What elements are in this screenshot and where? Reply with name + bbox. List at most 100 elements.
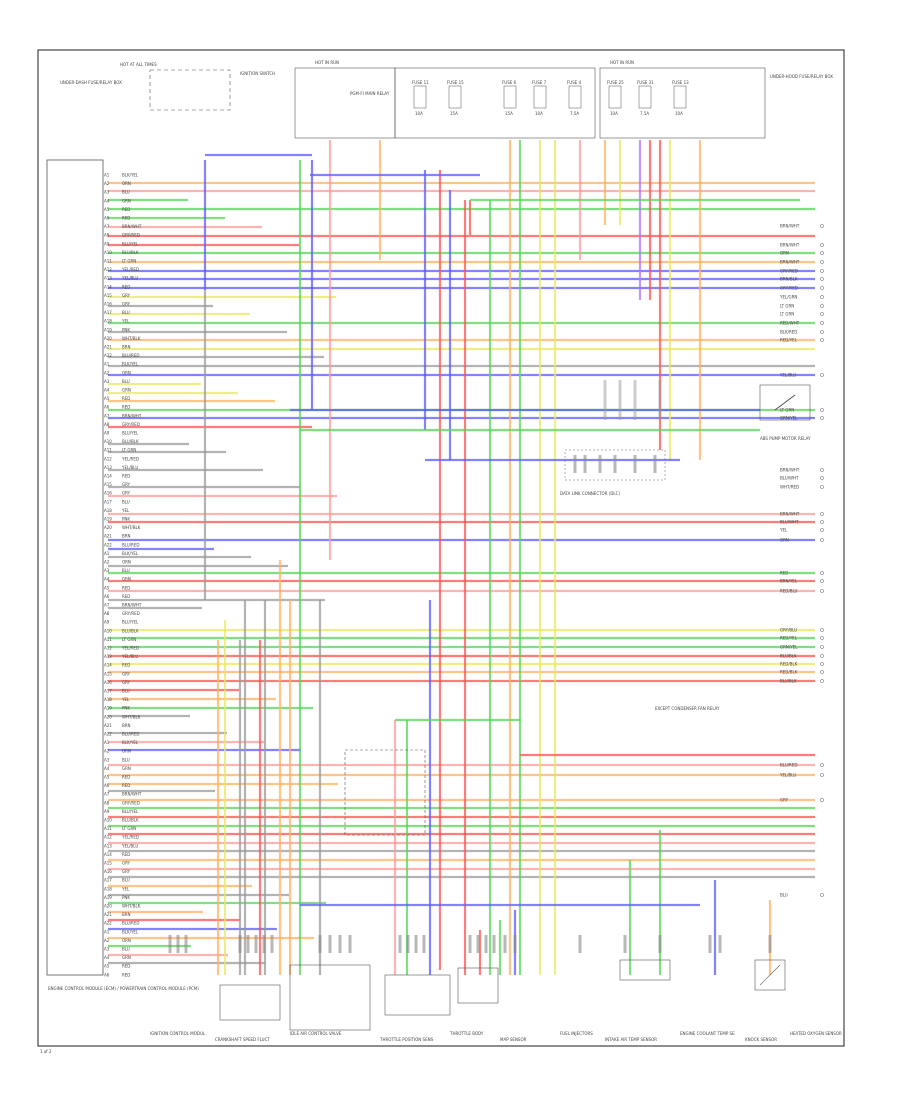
connector-terminal — [820, 338, 824, 342]
ecm-pin-wire: GRN — [122, 198, 131, 203]
main-relay-box — [294, 67, 396, 139]
connector-terminal — [820, 304, 824, 308]
right-wire-label: LT GRN — [780, 408, 794, 413]
connector-pin — [603, 380, 607, 420]
ecm-pin-wire: BLK/YEL — [122, 740, 139, 745]
right-wire-label: BLU/BLK — [780, 679, 797, 684]
connector-terminal — [820, 645, 824, 649]
ecm-pin-number: A7 — [104, 224, 110, 229]
ecm-pin-number: A5 — [104, 585, 110, 590]
fuse-amp: 15A — [505, 111, 513, 116]
ecm-pin-number: A7 — [104, 603, 110, 608]
ecm-pin-number: A3 — [104, 379, 110, 384]
label-main-relay: PGM-FI MAIN RELAY — [350, 91, 390, 96]
ecm-pin-number: A21 — [104, 345, 112, 350]
ecm-pin-number: A22 — [104, 921, 112, 926]
ecm-pin-wire: ORN — [122, 938, 131, 943]
ecm-pin-wire: RED — [122, 284, 130, 289]
ecm-pin-wire: BLU/BLK — [122, 439, 139, 444]
central-component-block — [344, 749, 426, 836]
ecm-pin-number: A17 — [104, 878, 112, 883]
ecm-pin-wire: ORN — [122, 749, 131, 754]
ecm-pin-number: A22 — [104, 732, 112, 737]
ecm-pin-number: A3 — [104, 568, 110, 573]
ecm-pin-wire: BLU — [122, 947, 130, 952]
ecm-pin-wire: PNK — [122, 706, 130, 711]
connector-terminal — [820, 251, 824, 255]
right-wire-label: GRY — [780, 798, 789, 803]
connector-terminal — [820, 538, 824, 542]
connector-terminal — [820, 269, 824, 273]
ecm-pin-wire: BRN — [122, 534, 131, 539]
ecm-pin-wire: BLU/YEL — [122, 241, 139, 246]
ecm-pin-number: A5 — [104, 396, 110, 401]
ecm-pin-number: A9 — [104, 620, 110, 625]
ecm-pin-number: A3 — [104, 947, 110, 952]
connector-terminal — [820, 286, 824, 290]
ecm-pin-number: A2 — [104, 938, 110, 943]
ecm-pin-wire: YEL/RED — [121, 456, 139, 461]
fuse-symbol — [413, 85, 427, 109]
right-wire-label: BLU/BLK — [780, 654, 797, 659]
ecm-pin-wire: YEL — [121, 508, 130, 513]
ecm-pin-wire: YEL/BLU — [121, 276, 138, 281]
ecm-pin-wire: ORN — [122, 560, 131, 565]
ecm-pin-wire: GRY — [122, 680, 131, 685]
ecm-pin-wire: LT GRN — [122, 259, 136, 264]
ecm-pin-wire: GRN — [122, 766, 131, 771]
ecm-pin-wire: ORN — [122, 370, 131, 375]
ecm-pin-wire: RED — [122, 663, 130, 668]
connector-pin — [768, 935, 772, 953]
connector-pin — [168, 935, 172, 953]
right-wire-label: BRN/YEL — [780, 579, 798, 584]
ecm-pin-number: A8 — [104, 422, 110, 427]
ecm-pin-wire: LT GRN — [122, 826, 136, 831]
connector-pin — [513, 935, 517, 953]
ecm-pin-number: A7 — [104, 413, 110, 418]
connector-pin — [262, 935, 266, 953]
diagram-frame — [37, 49, 845, 1047]
bottom-component-label: CRANKSHAFT SPEED FLUCT — [215, 1037, 270, 1042]
connector-terminal — [820, 571, 824, 575]
connector-pin — [633, 380, 637, 420]
ecm-pin-number: A11 — [104, 637, 112, 642]
abs-relay-symbol — [759, 384, 811, 421]
connector-terminal — [820, 373, 824, 377]
ecm-pin-wire: RED — [122, 594, 130, 599]
ecm-pin-wire: BLU/YEL — [122, 809, 139, 814]
right-wire-label: GRN/YEL — [780, 645, 798, 650]
ecm-pin-number: A13 — [104, 654, 112, 659]
connector-terminal — [820, 408, 824, 412]
ecm-pin-number: A12 — [104, 646, 112, 651]
ecm-pin-number: A5 — [104, 207, 110, 212]
connector-terminal — [820, 773, 824, 777]
ecm-pin-number: A7 — [104, 792, 110, 797]
right-wire-label: BLK/RED — [780, 330, 797, 335]
ecm-pin-number: A12 — [104, 835, 112, 840]
fuse-amp: 7.5A — [570, 111, 579, 116]
ecm-pin-wire: BLU/RED — [122, 732, 139, 737]
ecm-pin-wire: BLU — [122, 499, 130, 504]
ecm-pin-wire: BLU — [122, 190, 130, 195]
ecm-pin-wire: GRY/RED — [122, 422, 140, 427]
ecm-pin-number: A17 — [104, 310, 112, 315]
ecm-pin-number: A1 — [104, 929, 110, 934]
ecm-pin-wire: YEL — [121, 319, 130, 324]
label-abs-relay: ABS PUMP MOTOR RELAY — [760, 436, 811, 441]
right-wire-label: YEL/GRN — [779, 295, 797, 300]
right-wire-label: GRY/RED — [780, 286, 798, 291]
ecm-pin-number: A22 — [104, 353, 112, 358]
connector-pin — [658, 380, 662, 420]
ecm-pin-wire: WHT/BLK — [122, 904, 141, 909]
right-wire-label: BRN/WHT — [780, 224, 800, 229]
ecm-pin-number: A13 — [104, 843, 112, 848]
ecm-pin-number: A18 — [104, 319, 112, 324]
right-wire-label: LT GRN — [780, 312, 794, 317]
connector-terminal — [820, 628, 824, 632]
ecm-pin-wire: BRN — [122, 345, 131, 350]
ecm-pin-number: A19 — [104, 706, 112, 711]
connector-pin — [246, 935, 250, 953]
ecm-pin-wire: GRY — [122, 869, 131, 874]
connector-pin — [338, 935, 342, 953]
connector-terminal — [820, 485, 824, 489]
